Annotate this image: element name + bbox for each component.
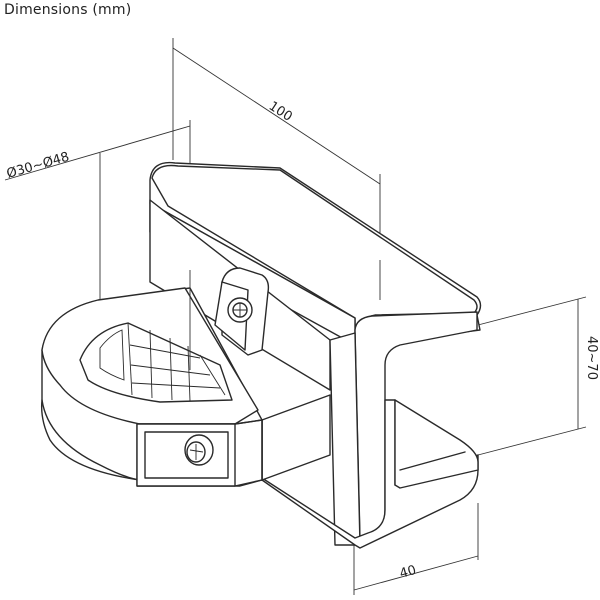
dimension-overlays xyxy=(189,260,381,370)
inner-grid xyxy=(99,322,226,402)
dim-length-label: 100 xyxy=(266,99,295,125)
front-knob xyxy=(184,434,214,466)
dim-height-label: 40~70 xyxy=(584,336,599,380)
dim-diameter-label: Ø30~Ø48 xyxy=(5,150,71,182)
page-title: Dimensions (mm) xyxy=(4,2,132,18)
dimension-lines xyxy=(4,38,587,595)
dim-width-label: 40 xyxy=(398,563,418,582)
clamp-body xyxy=(40,161,482,549)
top-knob xyxy=(214,267,270,356)
